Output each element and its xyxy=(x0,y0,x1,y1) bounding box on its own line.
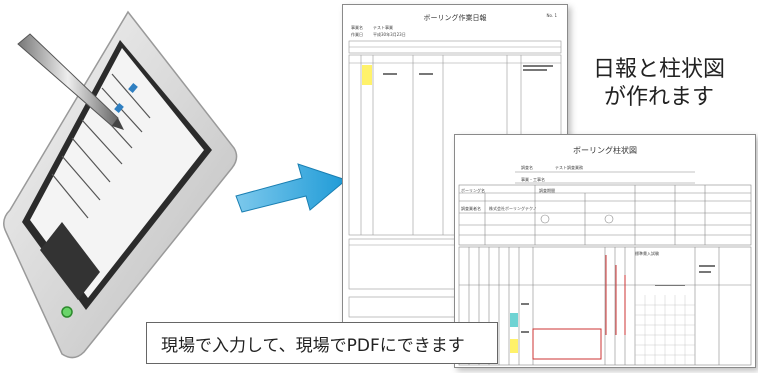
right-arrow-icon xyxy=(232,158,352,218)
columnar-grid xyxy=(458,171,752,366)
headline-line2: が作れます xyxy=(603,85,714,110)
columnar-document: ボーリング柱状図 調査名 テスト調査業務 事業・工事名 ボーリング名 調査期間 … xyxy=(454,134,756,368)
project-value: テスト事業 xyxy=(373,25,393,30)
caption-text: 現場で入力して、現場でPDFにできます xyxy=(161,335,465,356)
headline-line1: 日報と柱状図 xyxy=(592,57,725,82)
company-value: 株式会社ボーリングテクノ xyxy=(489,206,537,211)
home-button-icon xyxy=(61,306,73,318)
period-label: 調査期間 xyxy=(539,188,555,193)
caption-box: 現場で入力して、現場でPDFにできます xyxy=(146,322,498,364)
columnar-title: ボーリング柱状図 xyxy=(573,146,637,155)
boring-label: ボーリング名 xyxy=(461,188,485,193)
record-value: 平成30年3月23日 xyxy=(373,32,406,37)
record-label: 作業日 xyxy=(351,32,363,37)
tablet-illustration xyxy=(3,10,238,359)
project-name-label: 調査名 xyxy=(521,165,533,170)
headline: 日報と柱状図 が作れます xyxy=(574,56,744,112)
tablet-device xyxy=(0,0,240,369)
project-label: 事業名 xyxy=(351,25,363,30)
project-name-value: テスト調査業務 xyxy=(555,165,583,170)
test-label: 標準貫入試験 xyxy=(635,251,659,256)
company-label: 調査業者名 xyxy=(461,206,481,211)
section-label: 事業・工事名 xyxy=(521,177,545,182)
daily-report-title: ボーリング作業日報 xyxy=(423,14,487,22)
page-number: No. 1 xyxy=(546,13,557,18)
